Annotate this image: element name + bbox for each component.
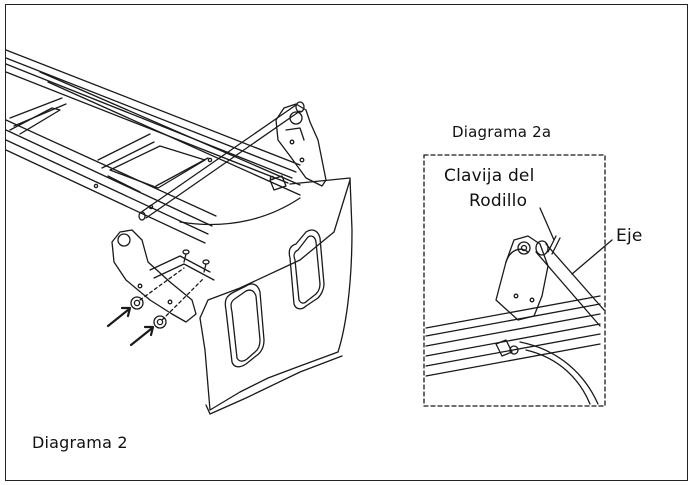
curved-shield-panel (179, 177, 353, 415)
rail-frame (5, 49, 301, 244)
detail-box (423, 154, 606, 407)
arrow-to-nut-1 (106, 306, 132, 328)
roller-axle (138, 101, 305, 221)
right-end-bracket (269, 103, 327, 191)
nut-1 (130, 296, 144, 310)
roller-pin-leader (539, 207, 555, 241)
diagram-2-title: Diagrama 2 (32, 433, 128, 452)
axle-leader (571, 239, 613, 275)
roller-pin-label-line1: Clavija del (444, 166, 535, 186)
detail-illustration (425, 235, 605, 405)
roller-pin-label-line2: Rodillo (469, 191, 528, 211)
axle-label: Eje (616, 226, 643, 246)
left-end-bracket (111, 229, 215, 323)
arrow-to-nut-2 (129, 325, 155, 347)
diagram-2a-title: Diagrama 2a (452, 123, 552, 141)
nut-2 (153, 315, 167, 329)
